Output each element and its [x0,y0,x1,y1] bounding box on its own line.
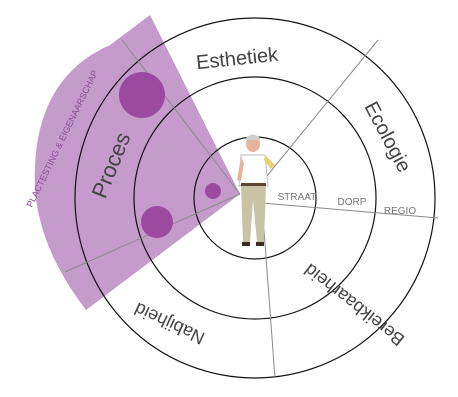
scale-label-regio: REGIO [384,206,416,217]
person-figure [237,135,275,247]
scale-label-dorp: DORP [338,197,367,208]
dot-medium [141,206,173,238]
dot-small [205,183,221,199]
scale-label-straat: STRAAT [278,192,317,203]
dot-large [119,72,165,118]
category-label-nabijheid: Nabijheid [131,299,207,349]
spoke-upper-right [262,40,378,182]
category-label-bereikbaarheid: Bereikbaarheid [300,260,408,350]
category-label-ecologie: Ecologie [360,98,415,176]
category-label-esthetiek: Esthetiek [195,44,280,75]
